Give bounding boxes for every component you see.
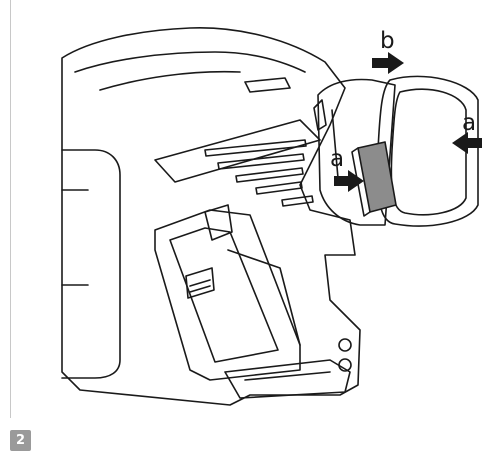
housing-edge xyxy=(154,119,321,183)
vent-slot-5 xyxy=(281,195,314,207)
battery-clip xyxy=(185,267,215,299)
nozzle-tab xyxy=(313,99,327,131)
grip-base xyxy=(224,359,351,399)
trigger-rail xyxy=(227,249,301,346)
label-b: b xyxy=(380,28,395,54)
tool-body-outline xyxy=(61,27,361,406)
left-panel xyxy=(61,149,121,379)
label-a-right: a xyxy=(462,110,476,136)
nozzle-face-outer xyxy=(376,75,479,227)
arrow-a-left-icon xyxy=(334,170,364,192)
top-ridge-inner xyxy=(99,70,241,91)
vent-slot-3 xyxy=(235,167,304,183)
margin-rule xyxy=(10,0,11,418)
nozzle-face-inner xyxy=(390,88,467,216)
release-button xyxy=(357,141,397,213)
arrow-a-right-icon xyxy=(452,132,482,154)
step-number-badge: 2 xyxy=(10,430,31,451)
vent-slot-4 xyxy=(255,181,303,195)
battery-clip-ridges xyxy=(189,279,211,293)
pivot-screw-2 xyxy=(338,358,352,372)
label-a-top: a xyxy=(330,146,344,172)
vent-slot-1 xyxy=(204,139,307,157)
top-ridge xyxy=(74,51,306,73)
top-vent xyxy=(244,77,291,93)
tool-illustration: b a a xyxy=(61,27,482,406)
grip-inner xyxy=(169,227,279,363)
grip-base-ridge xyxy=(244,371,331,381)
grip-frame xyxy=(154,209,301,381)
vent-slot-2 xyxy=(217,153,305,170)
arrow-b-icon xyxy=(372,52,404,74)
nozzle-housing-ridge xyxy=(331,109,339,179)
nozzle-housing xyxy=(317,78,396,226)
trigger xyxy=(204,204,233,241)
pivot-screw xyxy=(338,338,352,352)
